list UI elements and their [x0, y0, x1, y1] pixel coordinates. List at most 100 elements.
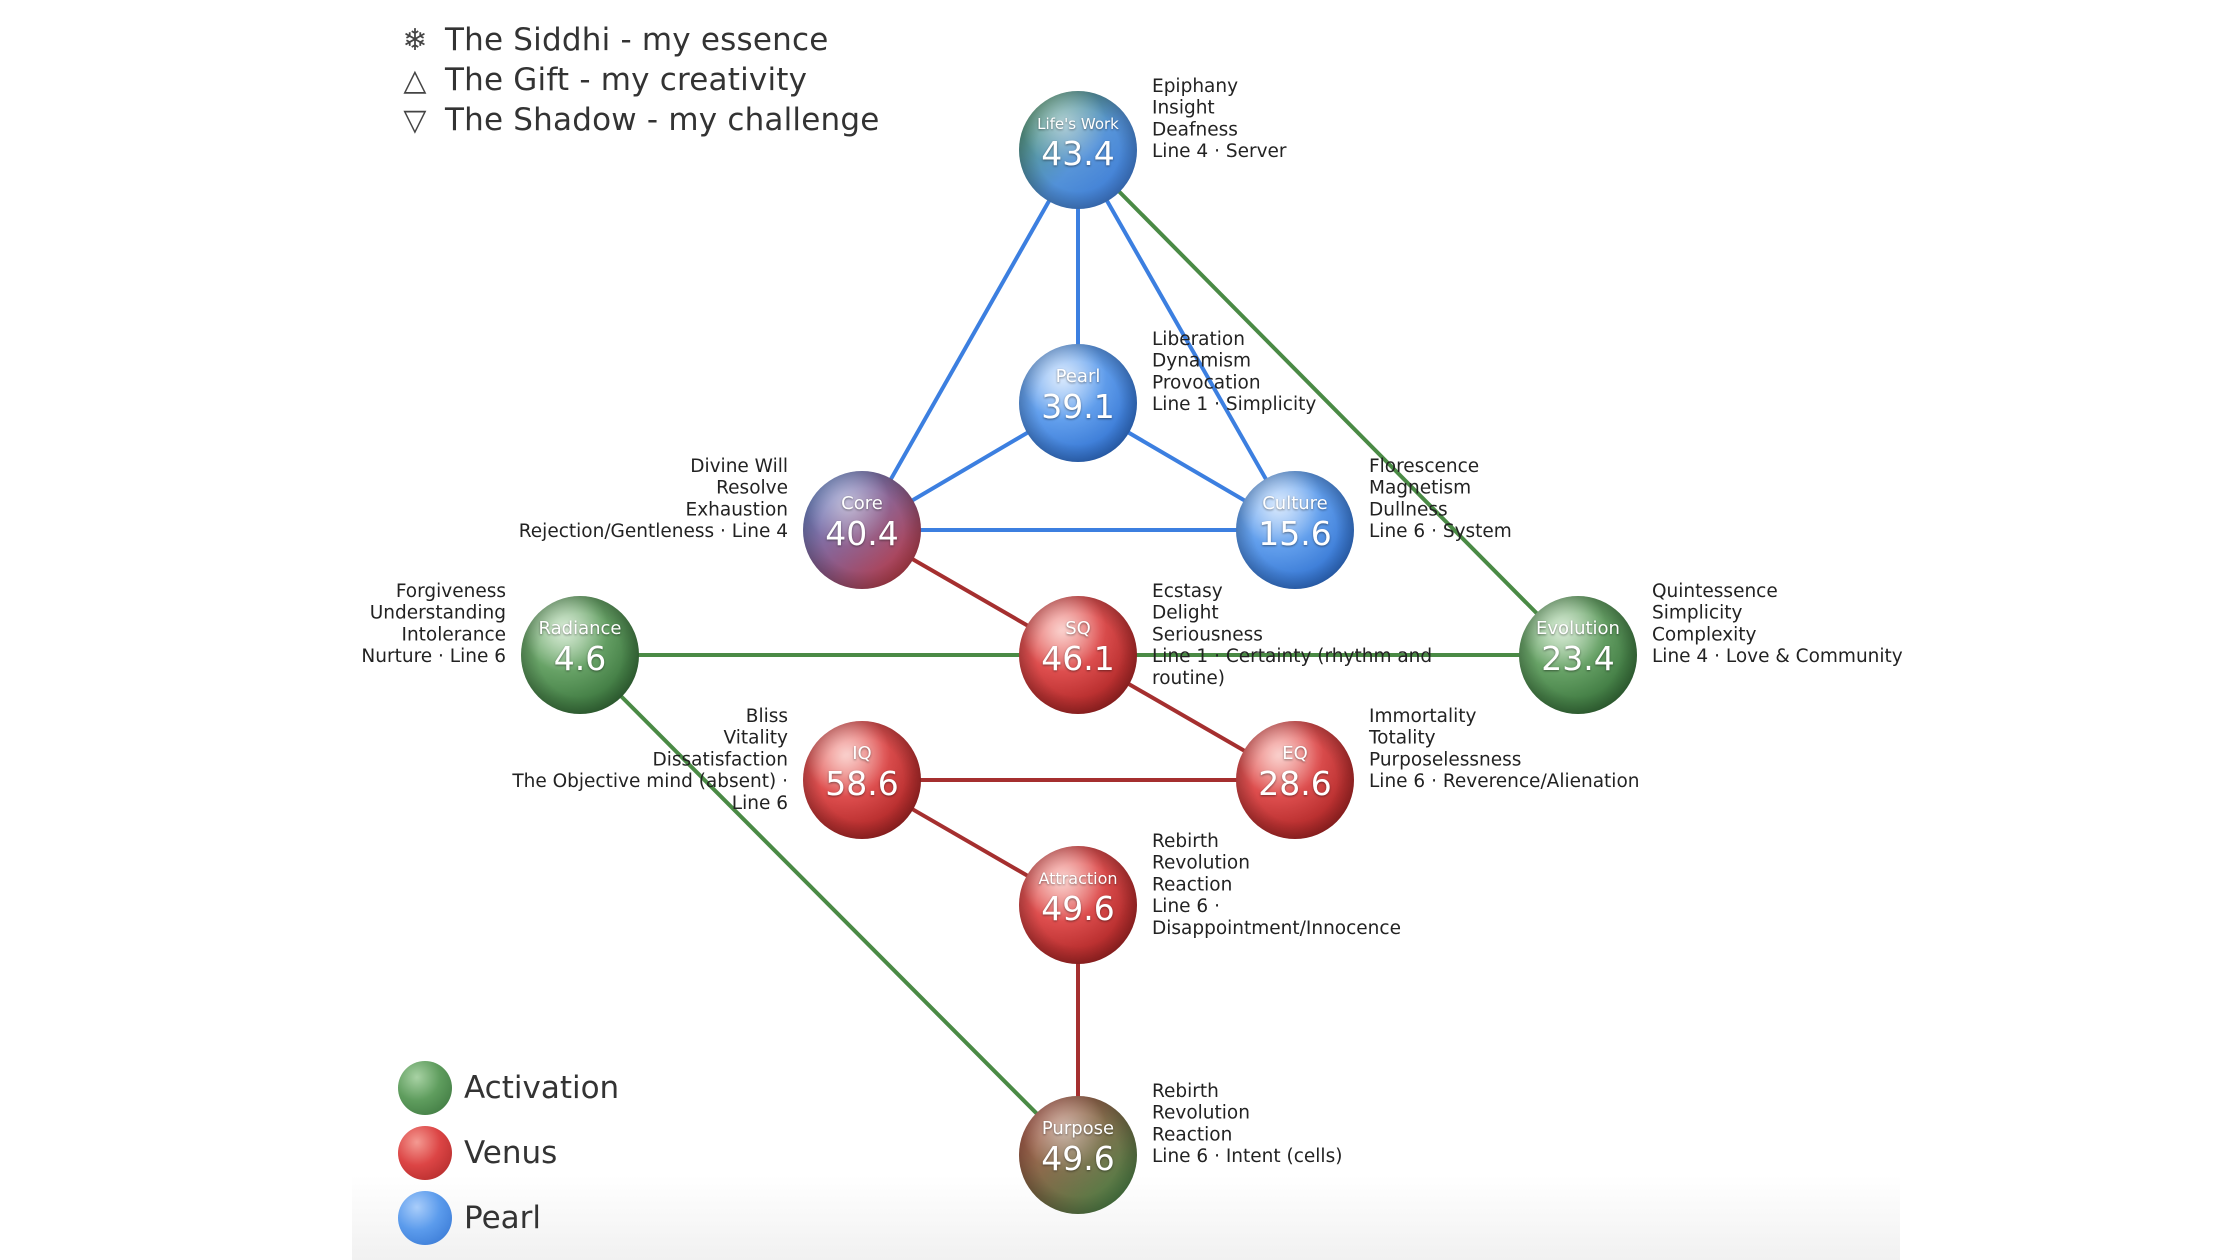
lifes-work-sphere-value: 43.4: [1041, 134, 1114, 173]
purpose-sphere-name: Purpose: [1042, 1118, 1114, 1139]
pearl-sphere-icon: [398, 1190, 452, 1245]
evolution-description-line: Complexity: [1652, 624, 1757, 645]
purpose-description-line: Revolution: [1152, 1103, 1250, 1124]
connection-lifeswork-core: [860, 149, 1080, 531]
radiance-sphere-name: Radiance: [539, 618, 622, 639]
attraction-description-line: Rebirth: [1152, 831, 1219, 852]
purpose-sphere-shine: [1019, 1096, 1137, 1214]
attraction-description-line: Disappointment/Innocence: [1152, 918, 1401, 939]
evolution-description-line: Quintessence: [1652, 581, 1778, 602]
iq-description-line: The Objective mind (absent) ·: [511, 771, 788, 792]
venus-sphere-icon: [398, 1125, 452, 1180]
connection-radiance-purpose: [578, 653, 1080, 1157]
radiance-description-line: Understanding: [370, 603, 506, 624]
iq-description-line: Line 6: [732, 793, 788, 814]
radiance-sphere-shine: [521, 596, 639, 714]
culture-description-line: Florescence: [1369, 456, 1479, 477]
iq-sphere-shine: [803, 721, 921, 839]
lifes-work-description-line: Insight: [1152, 98, 1215, 119]
venus-legend-label: Venus: [464, 1134, 558, 1171]
attraction-sphere-name: Attraction: [1038, 869, 1117, 888]
pearl-sphere-shine: [1019, 344, 1137, 462]
radiance-sphere-value: 4.6: [554, 639, 606, 678]
purpose-description-line: Line 6 · Intent (cells): [1152, 1146, 1342, 1167]
pearl-sphere-name: Pearl: [1056, 366, 1101, 387]
eq-description-line: Immortality: [1369, 706, 1477, 727]
eq-sphere-value: 28.6: [1258, 764, 1331, 803]
purpose-sphere-value: 49.6: [1041, 1139, 1114, 1178]
shadow-legend-text: The Shadow - my challenge: [445, 102, 880, 138]
sequence-color-legend: Activation Venus Pearl: [398, 1055, 619, 1250]
pearl-description-line: Line 1 · Simplicity: [1152, 394, 1316, 415]
pearl-legend-item: Pearl: [398, 1185, 619, 1250]
sq-description-line: Seriousness: [1152, 624, 1263, 645]
core-description: Divine WillResolveExhaustionRejection/Ge…: [519, 456, 788, 542]
siddhi-legend-item: ❄ The Siddhi - my essence: [395, 20, 880, 60]
gene-key-legend: ❄ The Siddhi - my essence △ The Gift - m…: [395, 20, 880, 140]
lifes-work-description-line: Epiphany: [1152, 76, 1238, 97]
pearl-description-line: Liberation: [1152, 329, 1245, 350]
core-description-line: Rejection/Gentleness · Line 4: [519, 521, 788, 542]
eq-sphere-name: EQ: [1282, 743, 1308, 764]
core-sphere-shine: [803, 471, 921, 589]
triangle-down-icon: ▽: [403, 102, 427, 138]
iq-description-line: Bliss: [746, 706, 788, 727]
culture-sphere-shine: [1236, 471, 1354, 589]
pearl-sphere-value: 39.1: [1041, 387, 1114, 426]
gift-legend-text: The Gift - my creativity: [445, 62, 808, 98]
lifes-work-sphere-shine: [1019, 91, 1137, 209]
lifes-work-description-line: Line 4 · Server: [1152, 141, 1287, 162]
evolution-description-line: Simplicity: [1652, 603, 1742, 624]
triangle-up-icon: △: [403, 62, 427, 98]
core-description-line: Resolve: [716, 478, 788, 499]
purpose-description-line: Rebirth: [1152, 1081, 1219, 1102]
culture-description-line: Line 6 · System: [1369, 521, 1512, 542]
lifes-work-sphere-name: Life's Work: [1037, 115, 1119, 133]
activation-legend-label: Activation: [464, 1069, 620, 1106]
sq-sphere-value: 46.1: [1041, 639, 1114, 678]
connection-lifeswork-evolution: [1076, 148, 1580, 657]
iq-sphere-name: IQ: [852, 743, 871, 764]
attraction-sphere-shine: [1019, 846, 1137, 964]
sq-description-line: Ecstasy: [1152, 581, 1223, 602]
core-sphere-name: Core: [841, 493, 883, 514]
sq-sphere-name: SQ: [1065, 618, 1091, 639]
eq-description-line: Purposelessness: [1369, 749, 1521, 770]
activation-legend-item: Activation: [398, 1055, 619, 1120]
iq-sphere-value: 58.6: [825, 764, 898, 803]
shadow-legend-item: ▽ The Shadow - my challenge: [395, 100, 880, 140]
sq-description-line: Line 1 · Certainty (rhythm and: [1152, 646, 1432, 667]
sphere-nodes: Life's Work43.4EpiphanyInsightDeafnessLi…: [361, 76, 1903, 1214]
activation-sphere-icon: [398, 1060, 452, 1115]
eq-description-line: Totality: [1368, 728, 1436, 749]
evolution-sphere-name: Evolution: [1536, 618, 1620, 639]
lifes-work-description-line: Deafness: [1152, 119, 1238, 140]
gift-legend-item: △ The Gift - my creativity: [395, 60, 880, 100]
radiance-description-line: Forgiveness: [396, 581, 506, 602]
culture-sphere-value: 15.6: [1258, 514, 1331, 553]
core-sphere-value: 40.4: [825, 514, 898, 553]
snowflake-icon: ❄: [402, 22, 428, 58]
attraction-sphere-value: 49.6: [1041, 889, 1114, 928]
